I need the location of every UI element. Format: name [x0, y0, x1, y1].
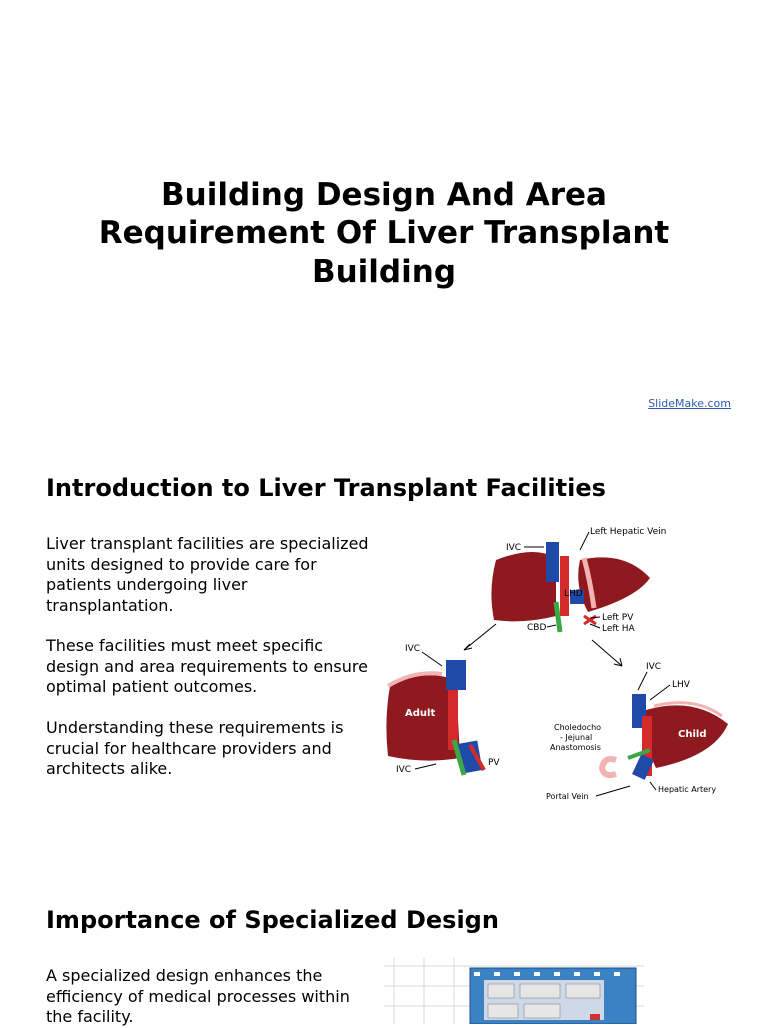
label-ivc-adult-bottom: IVC [396, 765, 411, 775]
slidemake-link[interactable]: SlideMake.com [648, 397, 731, 410]
label-ivc-adult: IVC [405, 644, 420, 654]
floor-plan-image [384, 958, 644, 1024]
title-line-1: Building Design And Area [161, 176, 607, 213]
label-left-hepatic-vein: Left Hepatic Vein [590, 527, 666, 537]
page-title: Building Design And Area Requirement Of … [0, 176, 768, 292]
intro-paragraph-1: Liver transplant facilities are speciali… [46, 534, 369, 615]
label-adult: Adult [405, 708, 435, 719]
section-heading-importance: Importance of Specialized Design [46, 906, 499, 934]
label-choledocho-3: Anastomosis [550, 743, 601, 752]
child-liver [645, 705, 728, 768]
intro-paragraph-3: Understanding these requirements is cruc… [46, 718, 344, 778]
label-choledocho-2: - Jejunal [560, 733, 592, 742]
donor-liver-left-lobe [578, 557, 650, 612]
label-left-ha: Left HA [602, 624, 636, 634]
ivc-top-vessel [546, 542, 559, 582]
label-hepatic-artery: Hepatic Artery [658, 785, 716, 794]
section-heading-introduction: Introduction to Liver Transplant Facilit… [46, 474, 606, 502]
label-left-pv: Left PV [602, 613, 634, 623]
adult-liver [386, 675, 460, 761]
donor-liver-right-lobe [491, 551, 556, 622]
intro-paragraph-2: These facilities must meet specific desi… [46, 636, 368, 696]
label-choledocho-1: Choledocho [554, 723, 601, 732]
label-portal-vein: Portal Vein [546, 792, 589, 801]
label-ivc-child: IVC [646, 662, 661, 672]
label-cbd: CBD [527, 623, 546, 633]
title-line-3: Building [311, 253, 457, 290]
label-child: Child [678, 729, 706, 740]
label-ivc-top: IVC [506, 543, 521, 553]
label-lhd: LHD [564, 589, 583, 599]
title-line-2: Requirement Of Liver Transplant [98, 215, 670, 252]
label-lhv: LHV [672, 680, 691, 690]
importance-paragraph-1: A specialized design enhances the effici… [46, 966, 350, 1026]
liver-transplant-diagram: IVC Left Hepatic Vein LHD CBD Left PV Le… [386, 527, 728, 801]
label-pv: PV [488, 758, 500, 768]
